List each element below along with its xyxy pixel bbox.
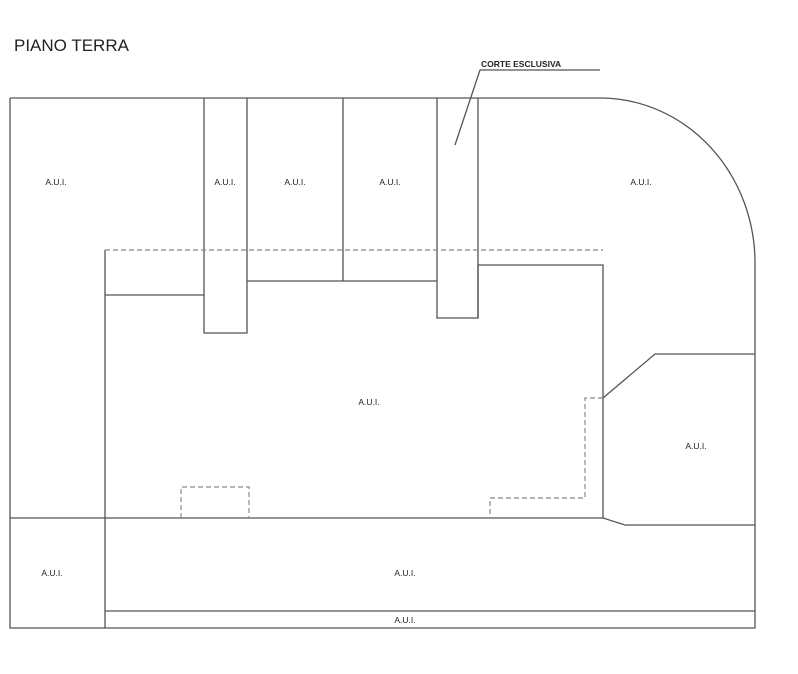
room-label: A.U.I. [379,177,400,187]
dashed-lines [105,249,603,518]
room-label: A.U.I. [284,177,305,187]
plan-title: PIANO TERRA [14,36,130,55]
room-label: A.U.I. [41,568,62,578]
room-label: A.U.I. [630,177,651,187]
leader-line [454,69,600,146]
room-label: A.U.I. [358,397,379,407]
room-label: A.U.I. [685,441,706,451]
room-label: A.U.I. [394,615,415,625]
room-label: A.U.I. [45,177,66,187]
room-label: A.U.I. [394,568,415,578]
walls [9,97,756,629]
corte-esclusiva-label: CORTE ESCLUSIVA [481,59,561,69]
room-label: A.U.I. [214,177,235,187]
